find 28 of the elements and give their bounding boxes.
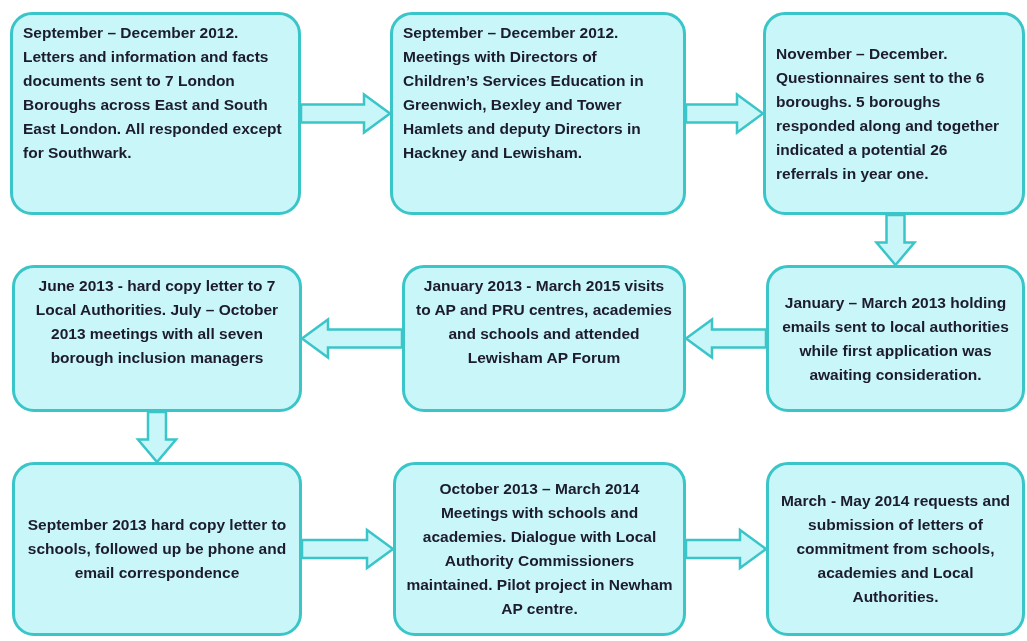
block-arrow (683, 317, 768, 360)
step-description: January – March 2013 holding emails sent to local authorities while first application was awaiting consideration. (781, 292, 1010, 385)
process-box (766, 462, 1025, 636)
process-box (393, 462, 686, 636)
process-box (10, 12, 301, 215)
step-description: Letters and information and facts documents sent to 7 London Boroughs across East and South East London. All responded except for Southwark. (23, 47, 283, 163)
block-arrow (300, 527, 396, 571)
step-description: October 2013 – March 2014 Meetings with schools and academies. Dialogue with Local Authority Commissioners maintained. Pilot project in Newham AP centre. (406, 479, 673, 619)
step-description: November – December. Questionnaires sent to the 6 boroughs. 5 boroughs responded along and together indicated a potential 26 referrals in year one. (776, 43, 1001, 184)
block-arrow (135, 410, 179, 464)
block-arrow (684, 527, 769, 571)
process-box (12, 462, 302, 636)
step-description: January 2013 - March 2015 visits to AP and PRU centres, academies and schools and attended Lewisham AP Forum (415, 276, 673, 368)
step-description: September 2013 hard copy letter to schools, followed up be phone and email correspondence (26, 515, 288, 583)
process-box (766, 265, 1025, 412)
process-box (402, 265, 686, 412)
step-description: March - May 2014 requests and submission of letters of commitment from schools, academies and Local Authorities. (779, 491, 1012, 607)
process-box (12, 265, 302, 412)
process-box (763, 12, 1025, 215)
block-arrow (299, 317, 404, 360)
date-heading: September – December 2012. (23, 23, 240, 43)
date-heading: September – December 2012. (403, 23, 620, 43)
step-description: Meetings with Directors of Children’s Services Education in Greenwich, Bexley and Tower Hamlets and deputy Directors in Hackney and Lewisham. (403, 47, 645, 163)
process-box (390, 12, 686, 215)
block-arrow (873, 213, 918, 267)
block-arrow (684, 92, 766, 135)
block-arrow (299, 92, 393, 135)
step-description: June 2013 - hard copy letter to 7 Local Authorities. July – October 2013 meetings with all seven borough inclusion managers (34, 276, 280, 368)
